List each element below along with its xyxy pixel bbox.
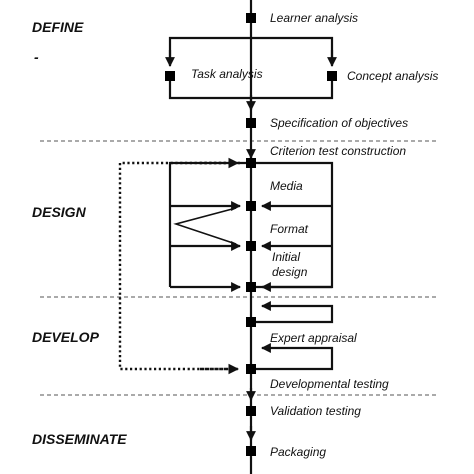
label-packaging: Packaging [270, 445, 326, 459]
label-learner-analysis: Learner analysis [270, 11, 358, 25]
label-expert-appraisal: Expert appraisal [270, 331, 357, 345]
phase-label-disseminate: DISSEMINATE [32, 431, 127, 447]
label-developmental-testing: Developmental testing [270, 377, 389, 391]
label-format: Format [270, 222, 309, 236]
label-task-analysis: Task analysis [191, 67, 263, 81]
phase-label-design: DESIGN [32, 204, 87, 220]
expert-appraisal-loop [251, 301, 334, 324]
node-packaging [246, 446, 256, 456]
node-developmental-testing [246, 364, 256, 374]
node-criterion-test [246, 158, 256, 168]
define-branch-merge [168, 76, 334, 100]
label-concept-analysis: Concept analysis [347, 69, 438, 83]
label-media: Media [270, 179, 303, 193]
design-zigzag [173, 207, 237, 245]
node-concept-analysis [327, 71, 337, 81]
node-task-analysis [165, 71, 175, 81]
node-validation-testing [246, 406, 256, 416]
label-initial-design-line2: design [272, 265, 308, 279]
node-expert-appraisal [246, 317, 256, 327]
phase-label-develop: DEVELOP [32, 329, 100, 345]
node-media [246, 201, 256, 211]
developmental-testing-loop [251, 343, 334, 371]
phase-label-define: DEFINE [32, 19, 84, 35]
label-initial-design-line1: Initial [272, 250, 300, 264]
label-criterion-test-construction: Criterion test construction [270, 144, 406, 158]
design-left-branch [168, 161, 251, 287]
label-validation-testing: Validation testing [270, 404, 361, 418]
node-learner-analysis [246, 13, 256, 23]
node-specification-of-objectives [246, 118, 256, 128]
node-format [246, 241, 256, 251]
stray-mark: - [34, 49, 39, 65]
label-specification-of-objectives: Specification of objectives [270, 116, 408, 130]
node-initial-design [246, 282, 256, 292]
feedback-dotted-loop [118, 161, 240, 371]
